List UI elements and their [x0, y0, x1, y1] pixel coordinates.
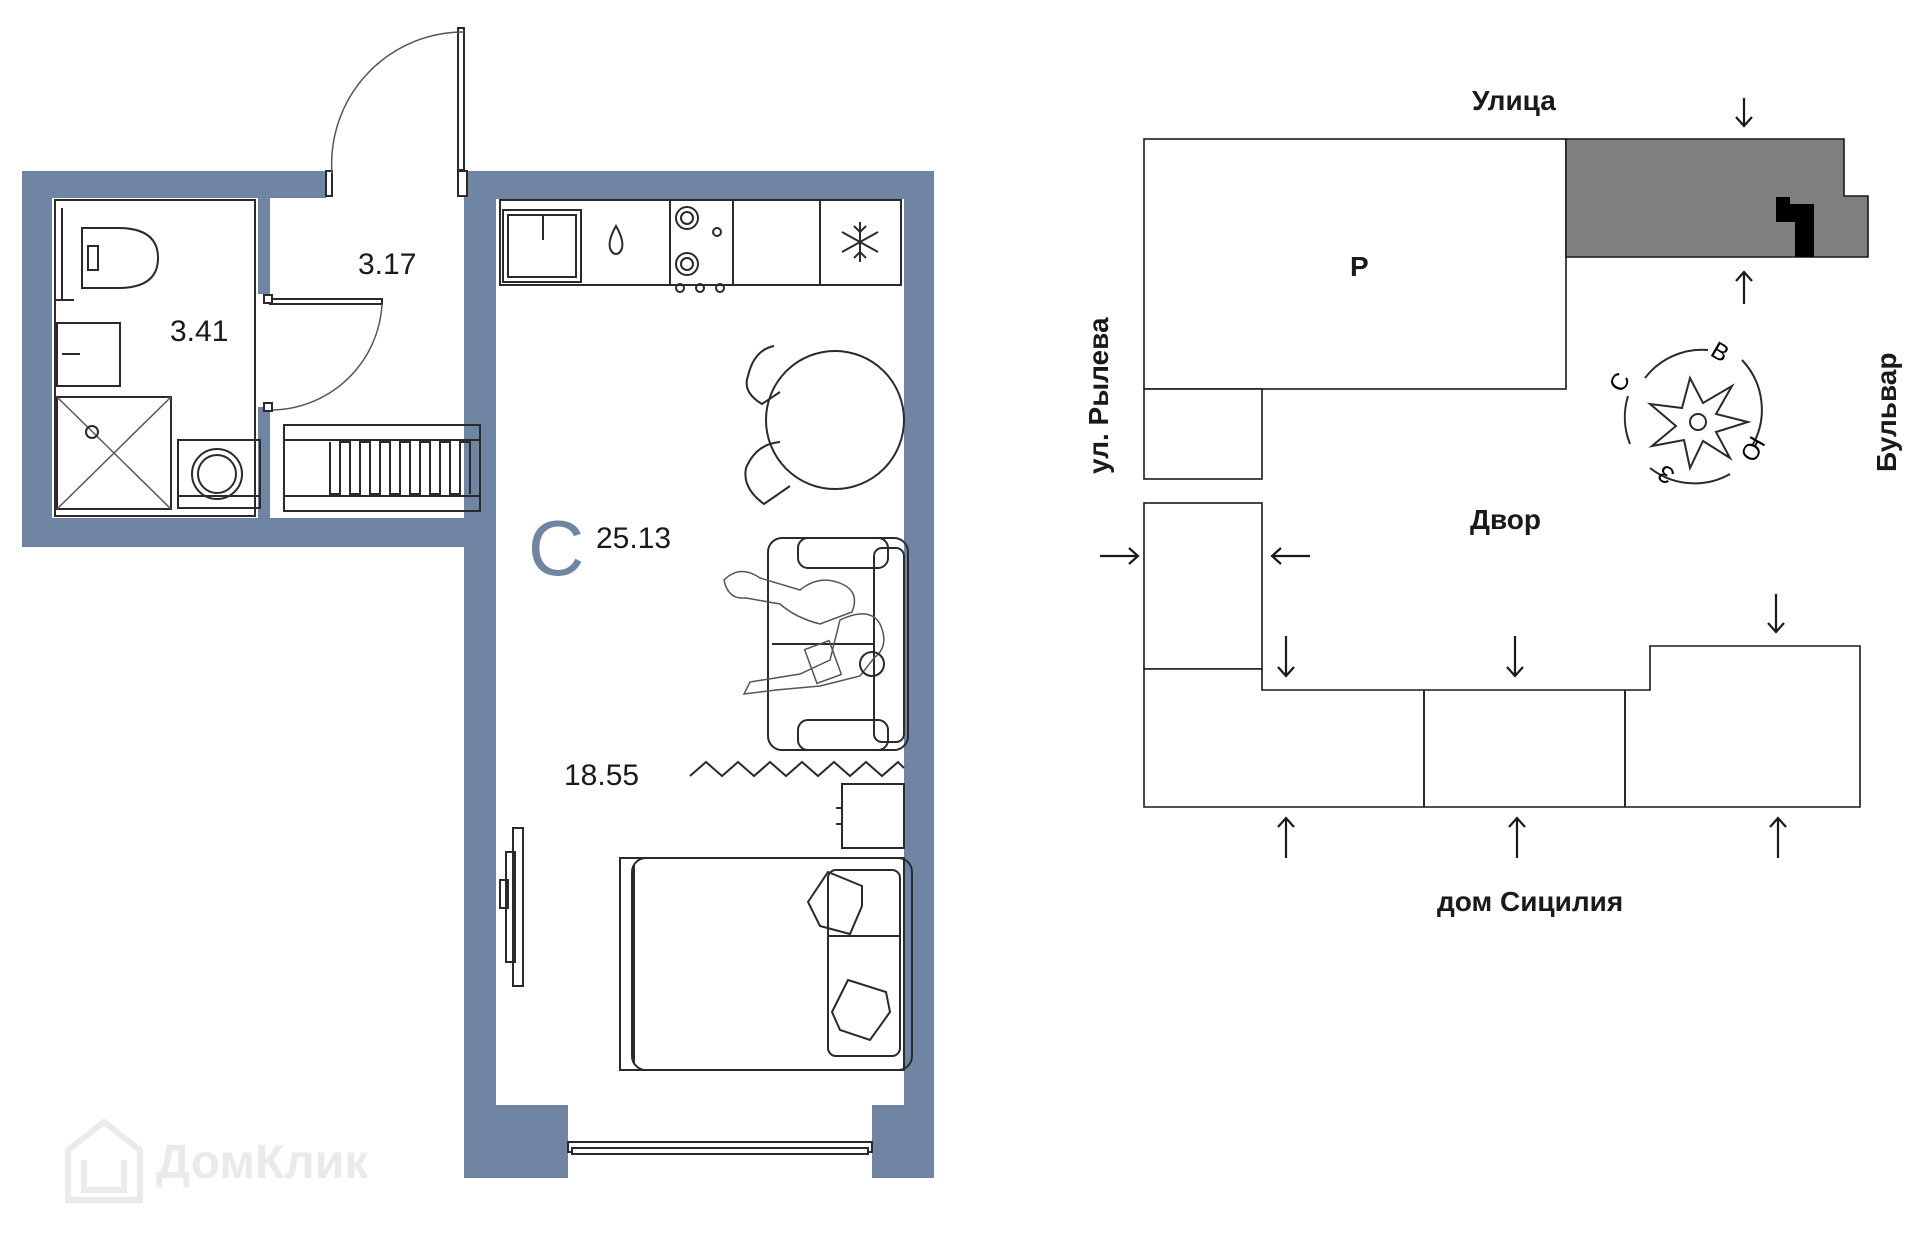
compass-north: С	[1604, 368, 1636, 397]
watermark: ДомКлик	[65, 1118, 369, 1203]
chair-icon	[744, 441, 791, 506]
entrance-arrows	[1100, 98, 1787, 858]
street-left-label: ул. Рылева	[1083, 317, 1114, 474]
bathroom-fixtures	[54, 199, 261, 517]
radiator	[283, 424, 481, 512]
pillow-icon	[806, 870, 863, 936]
block-r	[1143, 138, 1567, 390]
snowflake-icon	[841, 222, 879, 262]
walls	[22, 171, 934, 1178]
arrow-down-icon	[1767, 594, 1785, 634]
arrow-up-icon	[1508, 816, 1526, 858]
house-logo-icon	[65, 1118, 143, 1203]
arrow-up-icon	[1735, 270, 1753, 304]
highlighted-block	[1565, 138, 1869, 258]
water-drop-icon	[608, 223, 624, 256]
compass-east: В	[1706, 337, 1733, 368]
apartment-type-letter: С	[528, 504, 584, 592]
arrow-down-icon	[1277, 636, 1295, 678]
dining-table	[744, 345, 905, 506]
arrow-right-icon	[1100, 547, 1140, 565]
block-tower	[1143, 502, 1263, 670]
arrow-up-icon	[1277, 816, 1295, 858]
toilet-icon	[81, 227, 160, 289]
block-bottom	[1143, 645, 1861, 808]
rug	[689, 760, 905, 778]
window	[567, 1141, 873, 1155]
sink-icon	[56, 322, 121, 387]
bathroom-door	[263, 294, 383, 412]
room-area-bathroom: 3.41	[170, 315, 228, 348]
entrance-door	[325, 27, 468, 197]
room-area-hall: 3.17	[358, 248, 416, 281]
apartment-marker	[1776, 197, 1814, 257]
pillow-icon	[830, 978, 892, 1042]
compass-icon: С В Ю З	[1604, 337, 1770, 490]
sofa	[723, 537, 909, 751]
shower-icon	[56, 396, 172, 510]
fridge-icon	[819, 199, 902, 286]
arrow-down-icon	[1506, 636, 1524, 678]
tv	[499, 827, 524, 987]
arrow-left-icon	[1270, 547, 1310, 565]
watermark-text: ДомКлик	[156, 1136, 369, 1189]
chair-icon	[745, 345, 781, 406]
total-area: 25.13	[596, 522, 671, 555]
floor-plan: 3.41 3.17 18.55 С 25.13	[22, 27, 934, 1178]
block-letter: Р	[1350, 251, 1369, 282]
street-right-label: Бульвар	[1871, 353, 1902, 472]
arrow-up-icon	[1769, 816, 1787, 858]
compass-south: Ю	[1734, 431, 1770, 466]
person-icon	[742, 613, 885, 695]
arrow-down-icon	[1735, 98, 1753, 128]
street-top-label: Улица	[1472, 85, 1556, 116]
yard-label: Двор	[1470, 504, 1541, 535]
kitchen-counter	[499, 199, 902, 293]
kitchen-sink-icon	[502, 209, 582, 283]
site-plan: Р Улица Двор дом Сицилия ул. Рылева Буль…	[1083, 85, 1902, 917]
bed	[619, 857, 913, 1071]
person-icon	[723, 570, 856, 625]
house-sicily-label: дом Сицилия	[1437, 886, 1623, 917]
room-area-living: 18.55	[564, 759, 639, 792]
block-small-left	[1143, 388, 1263, 480]
